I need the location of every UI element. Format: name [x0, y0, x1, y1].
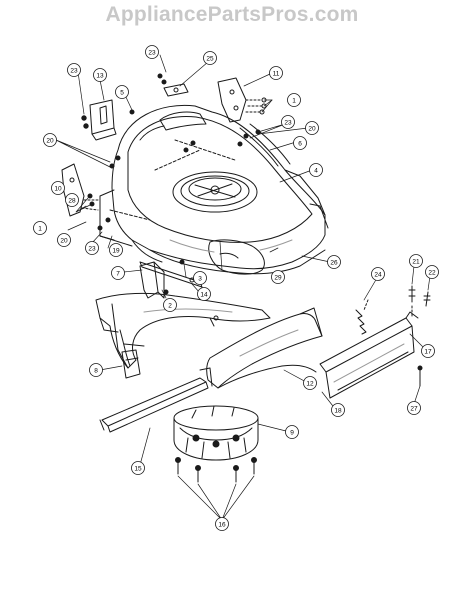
callout-13: 13: [93, 68, 107, 82]
callout-15: 15: [131, 461, 145, 475]
svg-text:20: 20: [46, 137, 54, 144]
bracket-8: [121, 349, 141, 379]
callout-10: 10: [51, 181, 65, 195]
callout-23-c: 23: [281, 115, 295, 129]
svg-text:13: 13: [96, 72, 104, 79]
svg-text:5: 5: [120, 89, 124, 96]
callout-21: 21: [409, 254, 423, 268]
callout-3: 3: [193, 271, 207, 285]
rear-trim-panel: [319, 311, 419, 399]
spring: [355, 299, 369, 335]
svg-text:7: 7: [116, 270, 120, 277]
callout-23-b: 23: [67, 63, 81, 77]
callout-23-d: 23: [85, 241, 99, 255]
svg-text:4: 4: [314, 167, 318, 174]
svg-text:3: 3: [198, 275, 202, 282]
svg-text:6: 6: [298, 140, 302, 147]
svg-text:18: 18: [334, 407, 342, 414]
callouts: 1 1 2 3 4 5 6: [33, 45, 439, 531]
blade-ring: [173, 405, 259, 461]
callout-18: 18: [331, 403, 345, 417]
callout-20-b: 20: [305, 121, 319, 135]
callout-16: 16: [215, 517, 229, 531]
svg-text:1: 1: [292, 97, 296, 104]
callout-1-right: 1: [287, 93, 301, 107]
svg-text:20: 20: [60, 237, 68, 244]
svg-text:15: 15: [134, 465, 142, 472]
svg-text:2: 2: [168, 302, 172, 309]
svg-text:26: 26: [330, 259, 338, 266]
right-hinge-bracket: [217, 77, 267, 123]
deck-housing: [99, 104, 329, 275]
svg-text:23: 23: [88, 245, 96, 252]
left-baffle: [95, 292, 271, 369]
svg-text:29: 29: [274, 274, 282, 281]
callout-20-a: 20: [43, 133, 57, 147]
svg-text:21: 21: [412, 258, 420, 265]
callout-14: 14: [197, 287, 211, 301]
callout-23-a: 23: [145, 45, 159, 59]
svg-text:28: 28: [68, 197, 76, 204]
callout-22: 22: [425, 265, 439, 279]
callout-7: 7: [111, 266, 125, 280]
svg-text:9: 9: [290, 429, 294, 436]
bracket-7: [139, 261, 165, 299]
watermark: AppliancePartsPros.com: [105, 3, 359, 26]
callout-9: 9: [285, 425, 299, 439]
callout-5: 5: [115, 85, 129, 99]
callout-27: 27: [407, 401, 421, 415]
callout-12: 12: [303, 376, 317, 390]
callout-4: 4: [309, 163, 323, 177]
hardware-bolts: [81, 73, 261, 295]
svg-text:16: 16: [218, 521, 226, 528]
callout-26: 26: [327, 255, 341, 269]
rear-flap: [89, 99, 117, 141]
svg-text:23: 23: [148, 49, 156, 56]
callout-1-left: 1: [33, 221, 47, 235]
svg-text:19: 19: [112, 247, 120, 254]
callout-17: 17: [421, 344, 435, 358]
svg-text:17: 17: [424, 348, 432, 355]
svg-text:12: 12: [306, 380, 314, 387]
left-hinge-bracket: [61, 163, 101, 217]
svg-text:22: 22: [428, 269, 436, 276]
svg-text:20: 20: [308, 125, 316, 132]
callout-2: 2: [163, 298, 177, 312]
callout-25: 25: [203, 51, 217, 65]
callout-24: 24: [371, 267, 385, 281]
leader-lines: [55, 54, 431, 521]
callout-19: 19: [109, 243, 123, 257]
svg-text:23: 23: [70, 67, 78, 74]
svg-text:27: 27: [410, 405, 418, 412]
svg-text:23: 23: [284, 119, 292, 126]
callout-29: 29: [271, 270, 285, 284]
callout-20-c: 20: [57, 233, 71, 247]
svg-text:1: 1: [38, 225, 42, 232]
svg-text:10: 10: [54, 185, 62, 192]
callout-6: 6: [293, 136, 307, 150]
svg-text:14: 14: [200, 291, 208, 298]
callout-11: 11: [269, 66, 283, 80]
svg-text:8: 8: [94, 367, 98, 374]
svg-text:24: 24: [374, 271, 382, 278]
shield-baffle: [206, 307, 323, 389]
svg-text:25: 25: [206, 55, 214, 62]
bracket-plate: [163, 83, 189, 97]
rear-bar: [99, 367, 213, 433]
svg-text:11: 11: [273, 70, 280, 77]
bottom-fasteners: [175, 457, 257, 483]
callout-28: 28: [65, 193, 79, 207]
hinge-bolts: [408, 285, 431, 387]
callout-8: 8: [89, 363, 103, 377]
